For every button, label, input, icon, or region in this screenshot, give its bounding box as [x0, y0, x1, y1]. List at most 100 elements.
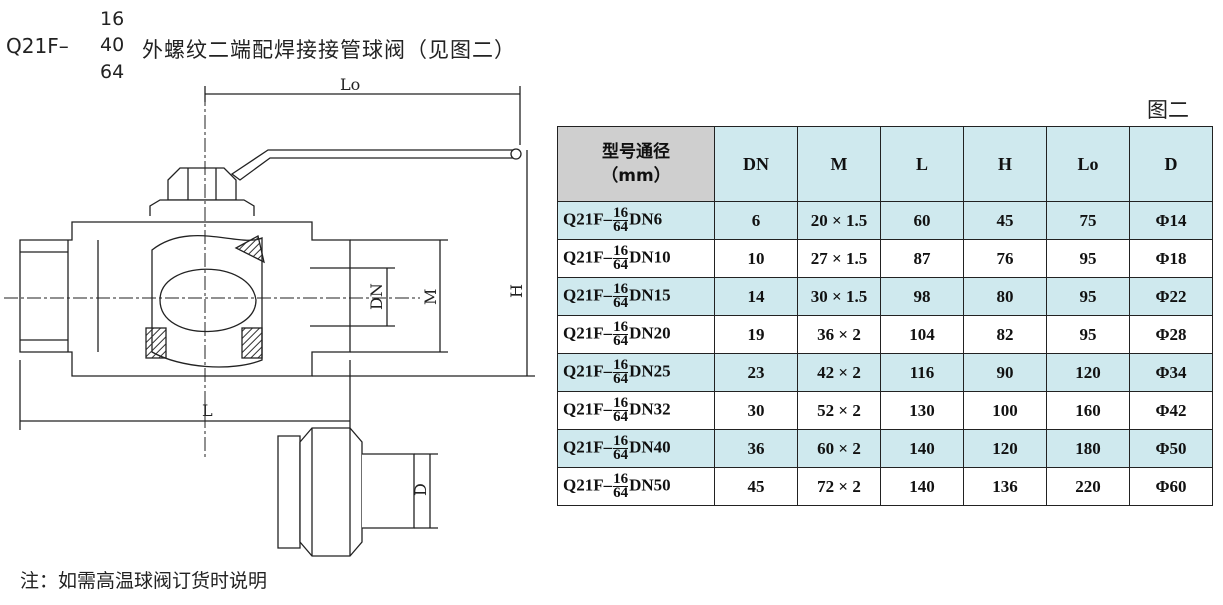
model-size-text: DN32	[629, 399, 671, 419]
cell-m: 42 × 2	[797, 353, 881, 392]
fraction-numerator: 16	[613, 243, 629, 259]
page-title: 外螺纹二端配焊接接管球阀（见图二）	[142, 38, 516, 62]
cell-h: 45	[963, 201, 1047, 240]
cell-lo: 95	[1046, 239, 1130, 278]
col-header-h: H	[963, 126, 1047, 202]
fraction-denominator: 64	[613, 409, 629, 425]
cell-h: 82	[963, 315, 1047, 354]
cell-d: Φ50	[1129, 429, 1213, 468]
model-prefix-text: Q21F–	[563, 209, 613, 229]
cell-m: 20 × 1.5	[797, 201, 881, 240]
fraction-denominator: 64	[613, 447, 629, 463]
cell-h: 120	[963, 429, 1047, 468]
model-prefix-text: Q21F–	[563, 475, 613, 495]
fraction-numerator: 16	[613, 357, 629, 373]
cell-l: 98	[880, 277, 964, 316]
stem-nut	[167, 167, 237, 201]
cell-lo: 95	[1046, 277, 1130, 316]
model-prefix-text: Q21F–	[563, 361, 613, 381]
cell-h: 136	[963, 467, 1047, 506]
cell-l: 87	[880, 239, 964, 278]
model-prefix: Q21F–	[6, 34, 69, 58]
model-prefix-text: Q21F–	[563, 247, 613, 267]
col-header-m: M	[797, 126, 881, 202]
cell-m: 52 × 2	[797, 391, 881, 430]
fraction-denominator: 64	[613, 333, 629, 349]
cell-lo: 180	[1046, 429, 1130, 468]
fraction-numerator: 16	[613, 433, 629, 449]
cell-h: 100	[963, 391, 1047, 430]
cell-dn: 23	[714, 353, 798, 392]
col-header-dn: DN	[714, 126, 798, 202]
cell-l: 140	[880, 467, 964, 506]
model-size-text: DN6	[629, 209, 663, 229]
cell-lo: 75	[1046, 201, 1130, 240]
cell-m: 72 × 2	[797, 467, 881, 506]
cell-l: 140	[880, 429, 964, 468]
cell-dn: 36	[714, 429, 798, 468]
title-block: Q21F– 16 40 64 外螺纹二端配焊接接管球阀（见图二）	[6, 4, 626, 86]
model-size-text: DN25	[629, 361, 671, 381]
dim-label-lo: Lo	[340, 75, 360, 94]
cell-lo: 220	[1046, 467, 1130, 506]
cell-d: Φ60	[1129, 467, 1213, 506]
cell-lo: 160	[1046, 391, 1130, 430]
fraction-denominator: 64	[613, 485, 629, 501]
fraction-denominator: 64	[613, 257, 629, 273]
cell-m: 30 × 1.5	[797, 277, 881, 316]
figure-label: 图二	[1147, 98, 1189, 122]
cell-lo: 120	[1046, 353, 1130, 392]
cell-l: 60	[880, 201, 964, 240]
cell-l: 116	[880, 353, 964, 392]
col-header-lo: Lo	[1046, 126, 1130, 202]
valve-drawing: Lo L DN M H D	[4, 75, 535, 557]
cell-dn: 19	[714, 315, 798, 354]
model-size-text: DN15	[629, 285, 671, 305]
cutaway	[151, 235, 263, 368]
fraction-numerator: 16	[613, 395, 629, 411]
corner-line2: （mm）	[601, 166, 671, 186]
model-prefix-text: Q21F–	[563, 323, 613, 343]
cell-dn: 30	[714, 391, 798, 430]
cell-d: Φ34	[1129, 353, 1213, 392]
model-prefix-text: Q21F–	[563, 437, 613, 457]
ball	[159, 268, 257, 333]
cell-d: Φ14	[1129, 201, 1213, 240]
dim-label-m: M	[421, 289, 440, 305]
model-size-text: DN20	[629, 323, 671, 343]
fraction-numerator: 16	[613, 281, 629, 297]
handle-lever	[230, 149, 516, 181]
header-corner: 型号通径 （mm）	[557, 126, 715, 202]
fraction-numerator: 16	[613, 471, 629, 487]
pressure-rating-2: 40	[100, 34, 125, 56]
cell-dn: 45	[714, 467, 798, 506]
dim-label-l: L	[202, 401, 213, 420]
corner-line1: 型号通径	[602, 142, 670, 162]
cell-m: 27 × 1.5	[797, 239, 881, 278]
cell-h: 80	[963, 277, 1047, 316]
cell-m: 36 × 2	[797, 315, 881, 354]
cell-dn: 6	[714, 201, 798, 240]
cell-d: Φ42	[1129, 391, 1213, 430]
col-header-l: L	[880, 126, 964, 202]
fraction-denominator: 64	[613, 295, 629, 311]
